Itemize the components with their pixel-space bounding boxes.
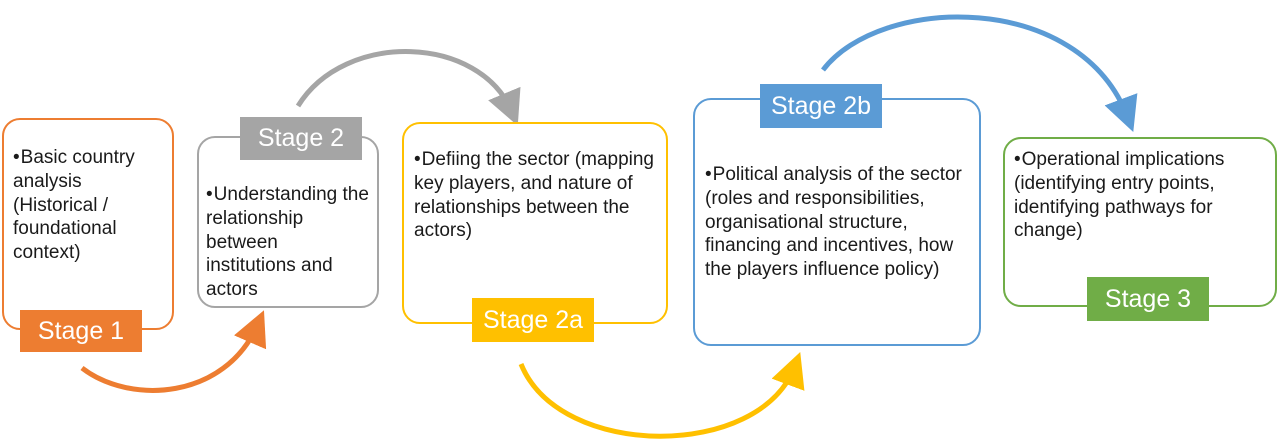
stage-2a-label: Stage 2a <box>472 298 594 342</box>
stage-2-box <box>197 136 379 308</box>
stage-1-box <box>2 118 174 330</box>
stage-1-text: •Basic country analysis (Historical / fo… <box>13 147 135 263</box>
stage-2-label: Stage 2 <box>240 117 362 160</box>
stage-2b-label: Stage 2b <box>760 84 882 128</box>
arrow-stage2a-to-stage2b <box>518 351 805 439</box>
arrow-stage2-to-stage2a <box>295 49 521 126</box>
stage-2-text: •Understanding the relationship between … <box>206 184 369 300</box>
stage-2b-text: •Political analysis of the sector (roles… <box>705 164 962 280</box>
stage-3-label: Stage 3 <box>1087 277 1209 321</box>
stage-2a-text: •Defiing the sector (mapping key players… <box>414 149 654 242</box>
stage-1-label: Stage 1 <box>20 310 142 352</box>
stage-3-text: •Operational implications (identifying e… <box>1014 149 1225 242</box>
